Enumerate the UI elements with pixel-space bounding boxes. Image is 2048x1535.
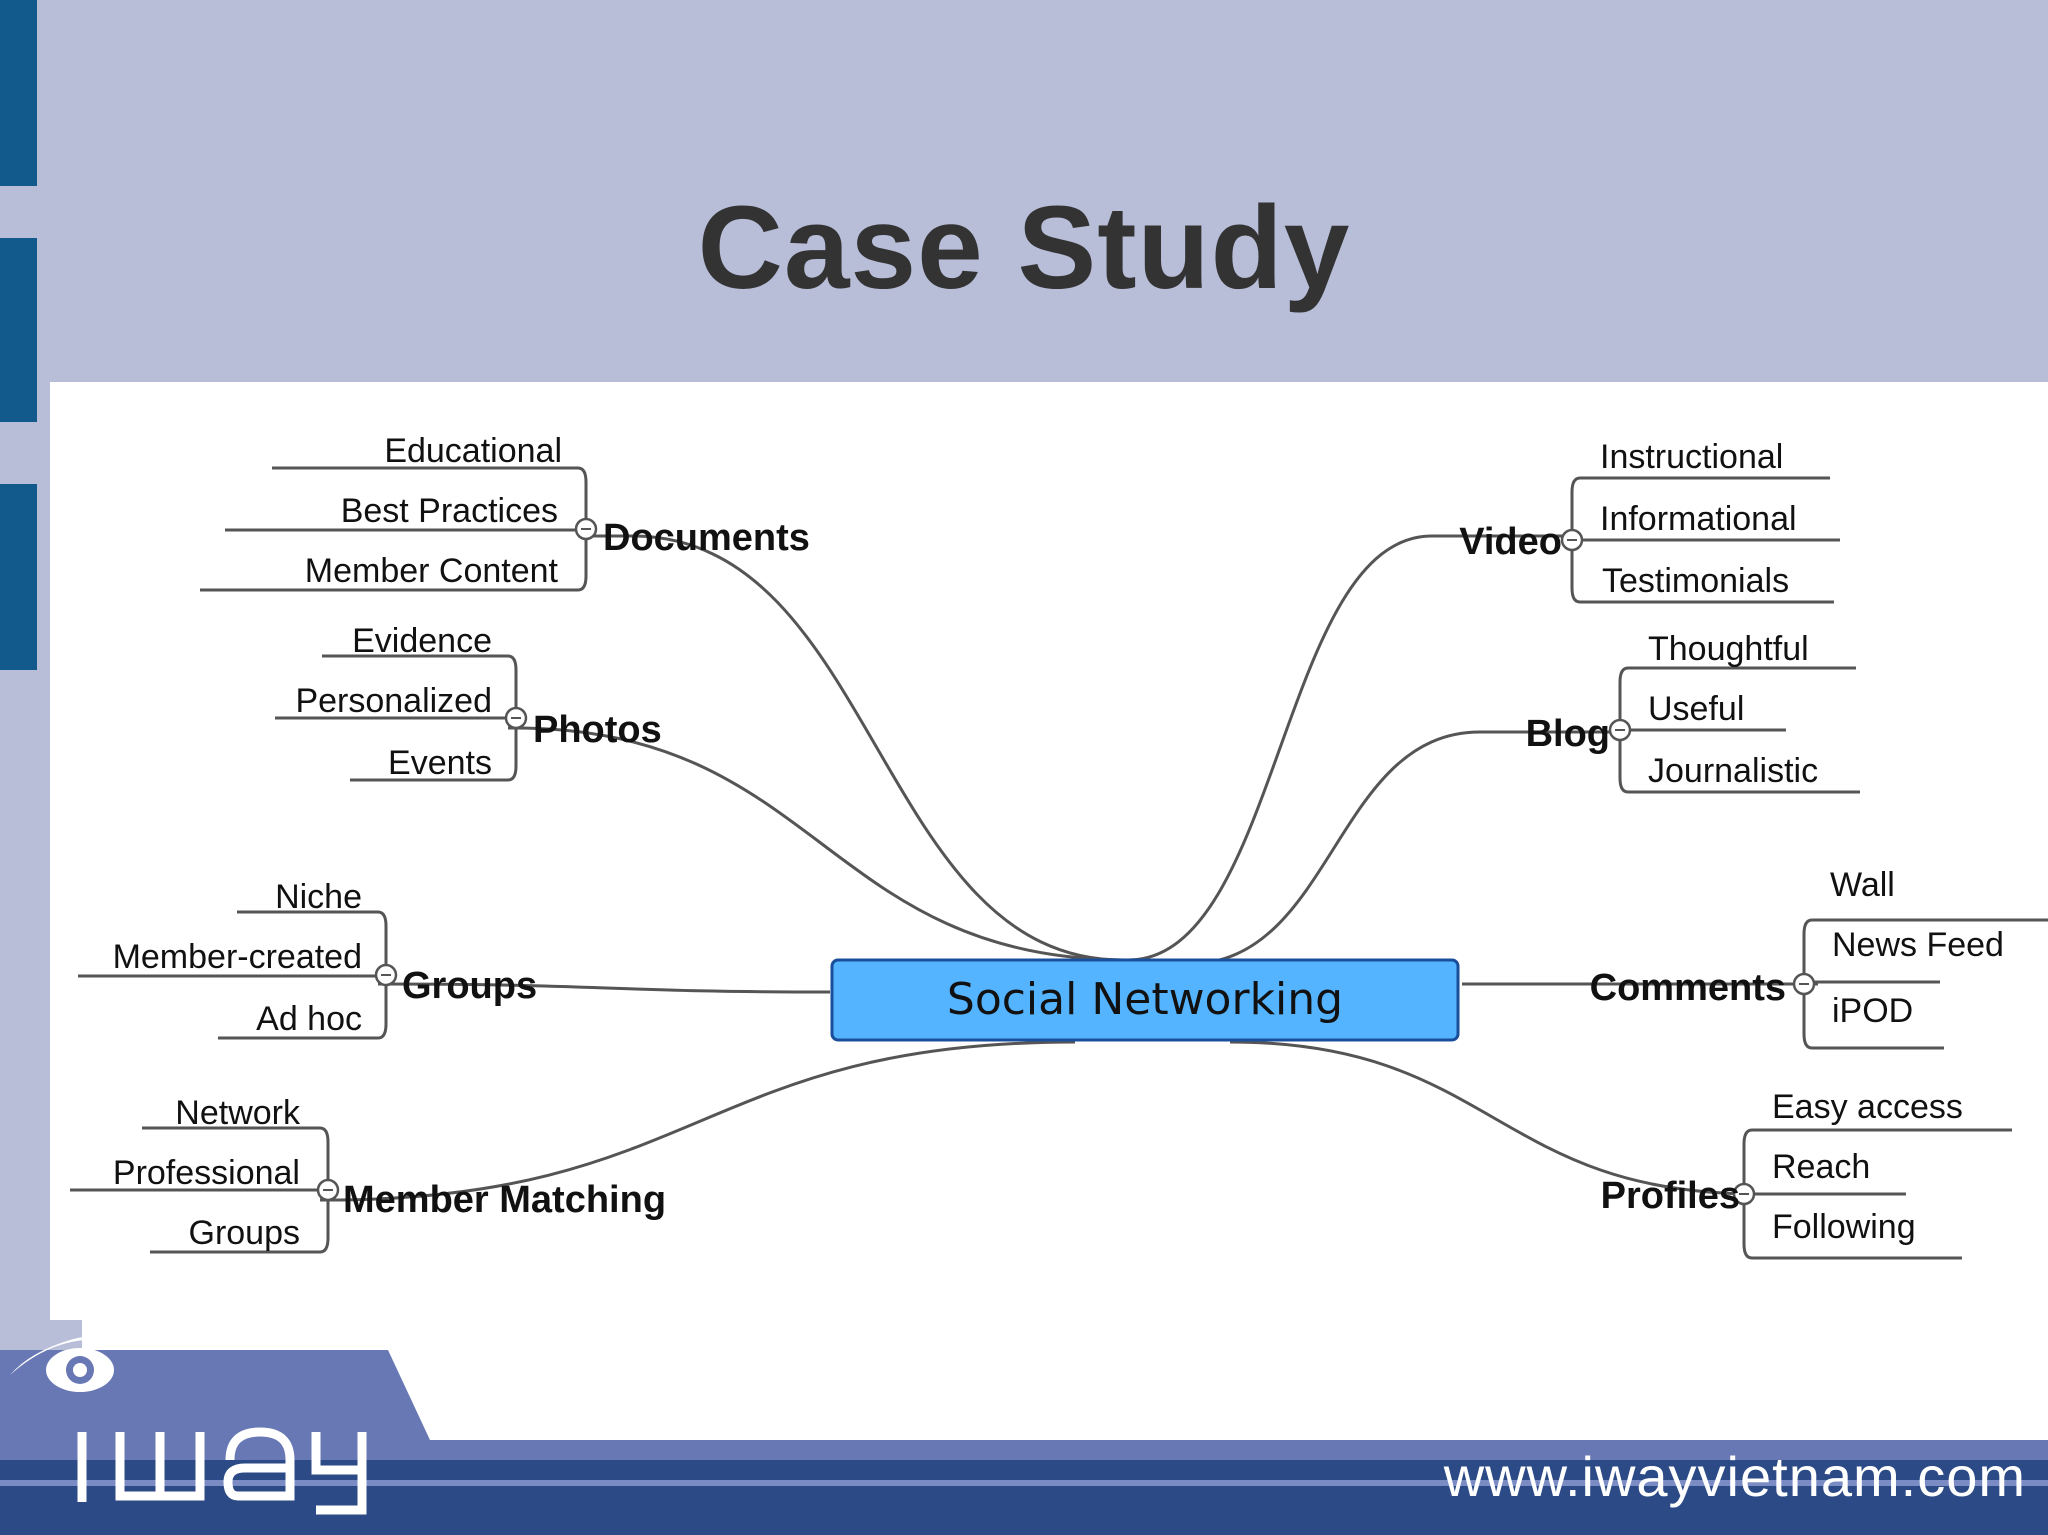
footer-band <box>0 1320 2048 1535</box>
leaf-label: Educational <box>384 432 562 470</box>
leaf-label: Journalistic <box>1648 752 1818 790</box>
mindmap-connector <box>631 534 1123 962</box>
branch-label: Blog <box>1526 713 1610 755</box>
leaf-label: Member Content <box>305 552 559 590</box>
branch-label: Photos <box>533 709 662 751</box>
leaf-label: Member-created <box>113 938 362 976</box>
side-accent-bar <box>0 0 37 186</box>
branch-label: Video <box>1459 521 1562 563</box>
branch-label: Documents <box>603 517 810 559</box>
leaf-label: Best Practices <box>341 492 558 530</box>
leaf-label: Network <box>175 1094 301 1132</box>
leaf-label: Personalized <box>295 682 492 720</box>
footer-bar-light <box>0 1440 2048 1460</box>
branch-label: Comments <box>1590 967 1786 1009</box>
eye-icon <box>10 1336 120 1392</box>
leaf-label: Groups <box>189 1214 301 1252</box>
mindmap-connector <box>381 982 831 994</box>
mindmap-connector <box>513 726 1131 962</box>
branch-label: Groups <box>402 965 537 1007</box>
iway-wordmark <box>77 1427 367 1515</box>
center-node <box>830 958 1460 1042</box>
leaf-label: Niche <box>275 878 362 916</box>
leaf-label: Easy access <box>1772 1088 1963 1126</box>
branch-label: Profiles <box>1601 1175 1740 1217</box>
leaf-label: Testimonials <box>1602 562 1789 600</box>
mindmap-connector <box>1127 534 1433 962</box>
leaf-label: Wall <box>1830 866 1895 904</box>
leaf-label: Reach <box>1772 1148 1870 1186</box>
side-accent-bars <box>0 0 40 680</box>
slide-footer: www.iwayvietnam.com <box>0 1320 2048 1535</box>
footer-website-url: www.iwayvietnam.com <box>1443 1445 2026 1508</box>
leaf-label: News Feed <box>1832 926 2004 964</box>
side-accent-bar <box>0 484 37 670</box>
leaf-label: Following <box>1772 1208 1916 1246</box>
mindmap-connector <box>1187 730 1481 966</box>
leaf-label: Events <box>388 744 492 782</box>
leaf-label: Informational <box>1600 500 1797 538</box>
leaf-label: Instructional <box>1600 438 1783 476</box>
side-accent-bar <box>0 238 37 422</box>
footer-bar-stripe <box>0 1480 2048 1486</box>
slide-title: Case Study <box>697 182 1351 314</box>
center-node-label: Social Networking <box>947 974 1343 1025</box>
slide-header <box>0 0 2048 382</box>
leaf-label: Thoughtful <box>1648 630 1809 668</box>
footer-corner-block <box>0 1320 82 1350</box>
iway-logo <box>10 1336 367 1515</box>
leaf-label: Professional <box>113 1154 300 1192</box>
leaf-label: iPOD <box>1832 992 1913 1030</box>
mindmap-connector <box>1229 1040 1759 1196</box>
leaf-label: Evidence <box>352 622 492 660</box>
leaf-label: Ad hoc <box>256 1000 362 1038</box>
mindmap-connector <box>325 1040 1076 1202</box>
leaf-label: Useful <box>1648 690 1744 728</box>
branch-label: Member Matching <box>343 1179 666 1221</box>
